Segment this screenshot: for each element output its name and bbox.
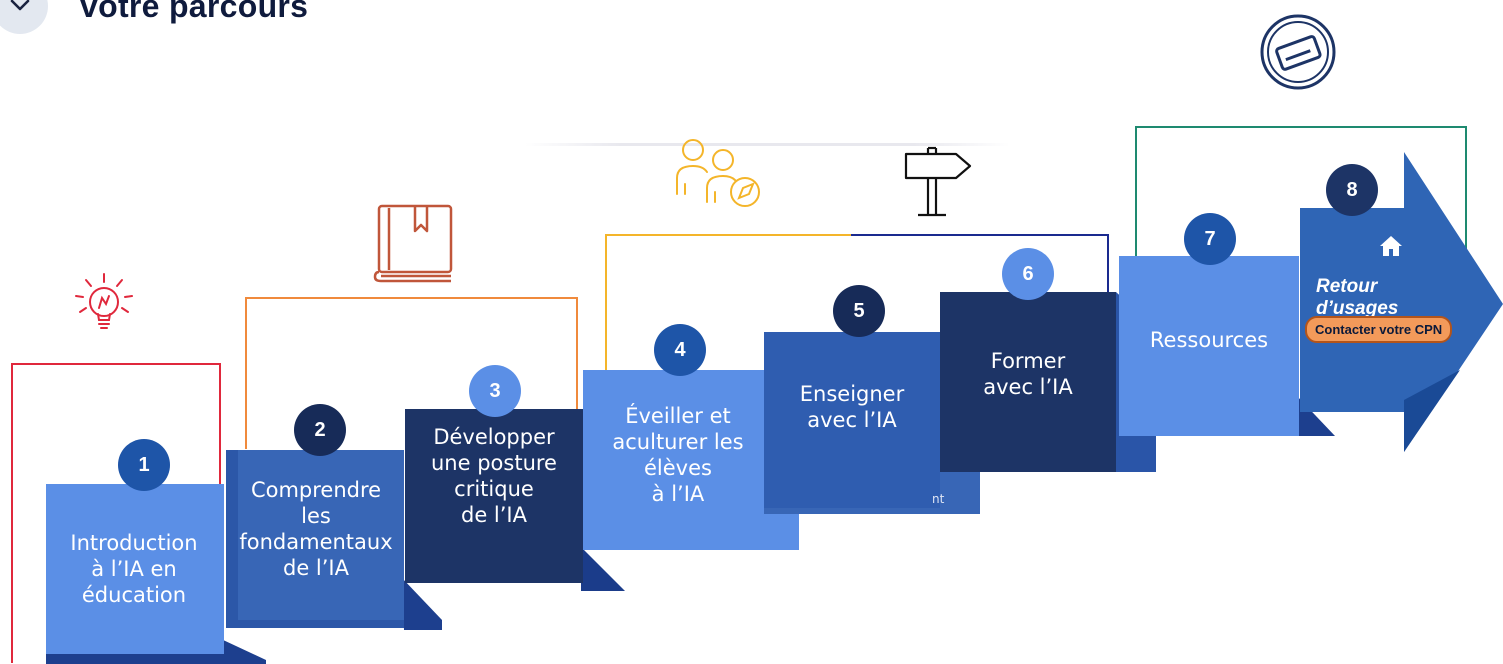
people-compass-icon [673,136,765,216]
home-icon [1378,234,1404,262]
collapse-toggle-button[interactable] [0,0,48,34]
step-3-number: 3 [469,365,521,417]
step-2-number: 2 [294,404,346,456]
step-5-label: Enseigner avec l’IA [799,382,905,432]
card-badge-icon [1258,12,1338,96]
step-3-label: Développer une posture critique de l’IA [431,425,557,527]
signpost-icon [900,144,974,224]
lightbulb-icon [72,270,136,338]
bracket-navy [851,234,1109,294]
bracket-yellow [605,234,855,371]
step-6-face [940,292,1116,472]
book-icon [371,203,455,287]
step-6-label: Former avec l’IA [983,349,1073,399]
step-2-inner [238,450,404,620]
step-7-label: Ressources [1149,328,1269,352]
step-4-label: Éveiller et aculturer les élèves à l’IA [612,404,744,506]
step-1-number: 1 [118,439,170,491]
step-shadow [402,578,442,630]
step-1-face [46,484,224,654]
step-3-face [405,409,583,583]
chevron-down-icon [9,0,31,16]
bracket-teal [1135,126,1467,256]
step-5-number: 5 [833,285,885,337]
divider-line [525,143,1010,146]
step-shadow [581,547,625,591]
page-title: votre parcours [80,0,309,24]
step-5-inner [764,332,940,508]
step-1-label: Introduction à l’IA en éducation [70,531,198,607]
step-8-number: 8 [1326,164,1378,216]
step-8-arrow [1300,152,1503,452]
step-4-number: 4 [654,324,706,376]
step-5-fragment: nt [932,492,945,506]
step-7-face [1119,256,1299,436]
step-2-label: Comprendre les fondamentaux de l’IA [239,478,393,580]
contact-cpn-button[interactable]: Contacter votre CPN [1305,316,1453,343]
step-6-number: 6 [1002,248,1054,300]
final-title: Retour d’usages [1316,276,1399,319]
step-4-face [583,370,799,550]
step-7-number: 7 [1184,213,1236,265]
bracket-orange [245,297,578,449]
